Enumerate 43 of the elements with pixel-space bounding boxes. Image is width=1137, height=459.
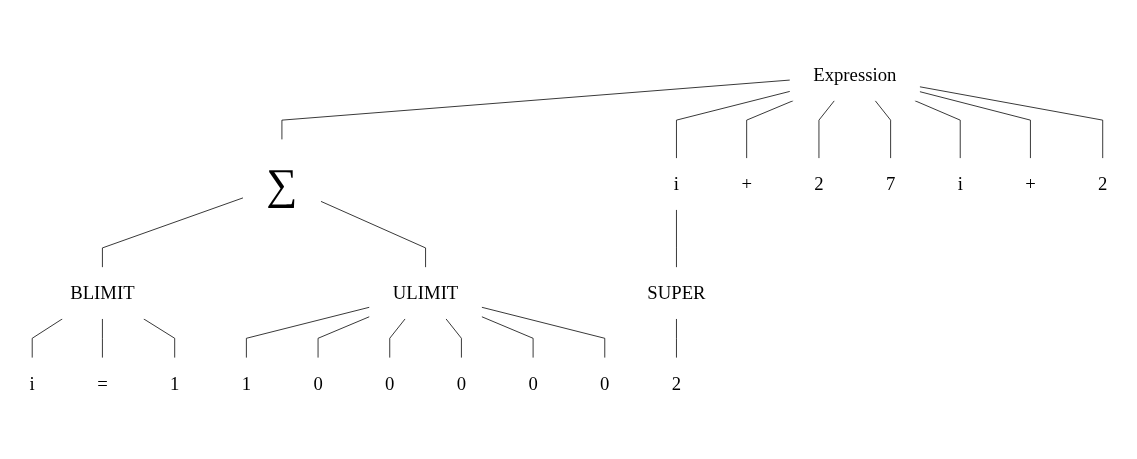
connector <box>246 307 370 359</box>
node-text: SUPER <box>647 283 706 304</box>
connector <box>919 86 1104 159</box>
connector <box>320 201 426 269</box>
connector <box>818 100 835 159</box>
connector <box>31 318 63 359</box>
connector <box>281 79 791 141</box>
connector <box>914 100 961 159</box>
connector <box>919 91 1031 159</box>
node-text: i <box>673 174 680 195</box>
connector <box>389 318 406 359</box>
connector <box>481 316 534 359</box>
node-text: i <box>29 373 35 394</box>
node-text: = <box>97 373 108 394</box>
connector <box>676 91 791 159</box>
node-text: 1 <box>170 373 180 394</box>
node-text: 0 <box>600 373 610 394</box>
node-text: 0 <box>456 373 467 394</box>
node-text: 0 <box>313 373 323 394</box>
node-text: 2 <box>814 174 824 195</box>
connector <box>676 318 677 359</box>
connector <box>445 318 462 359</box>
node-text: 1 <box>241 373 252 394</box>
connector <box>746 100 794 159</box>
node-text: 2 <box>671 373 682 394</box>
node-text: Expression <box>813 65 897 86</box>
node-text: 7 <box>885 174 896 195</box>
node-text: ∑ <box>266 160 298 209</box>
node-text: 0 <box>528 373 538 394</box>
connector <box>481 307 606 359</box>
connector <box>102 318 103 359</box>
connector <box>143 318 176 359</box>
node-text: 0 <box>385 373 395 394</box>
node-text: + <box>1025 174 1036 195</box>
connector <box>317 316 370 359</box>
connector <box>676 209 677 269</box>
connector <box>874 100 891 159</box>
connector <box>102 197 244 269</box>
node-text: + <box>741 174 752 195</box>
node-text: 2 <box>1098 174 1108 195</box>
node-text: i <box>957 174 963 195</box>
node-text: BLIMIT <box>70 283 135 304</box>
node-text: ULIMIT <box>392 283 459 304</box>
